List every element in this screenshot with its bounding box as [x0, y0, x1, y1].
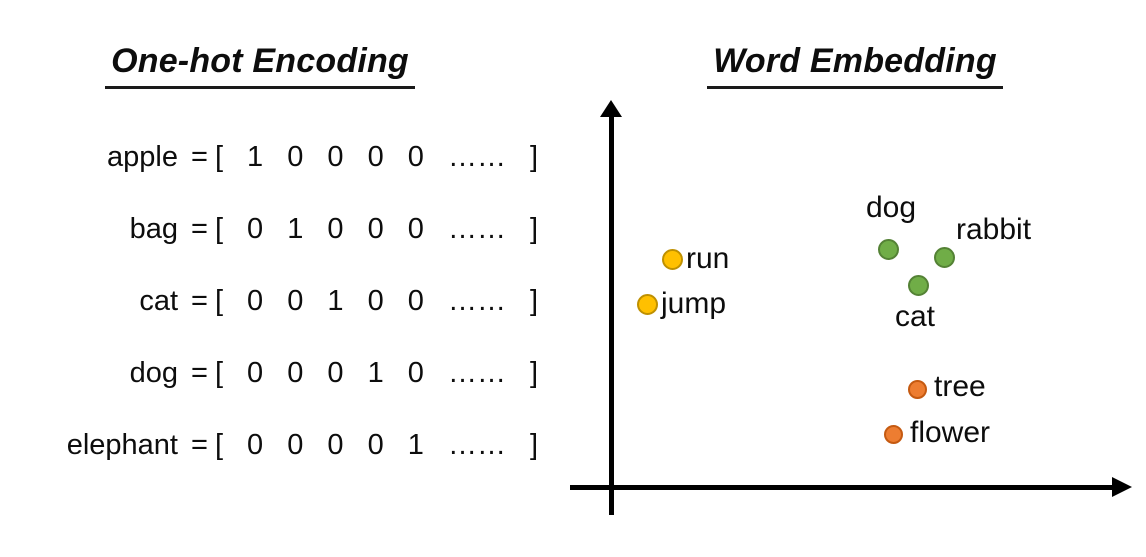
- onehot-row-cat: cat = [ 0 0 1 0 0 …… ]: [15, 265, 560, 337]
- tree-label: tree: [934, 370, 986, 403]
- equals-sign: =: [191, 212, 208, 245]
- cat-label: cat: [895, 300, 936, 333]
- equals-sign: =: [191, 428, 208, 461]
- dog-label: dog: [866, 191, 917, 224]
- dog-dot: [877, 238, 899, 260]
- flower-dot: [883, 424, 903, 444]
- embedding-title: Word Embedding: [707, 42, 1003, 89]
- y-axis-arrowhead-icon: [600, 100, 622, 117]
- onehot-word: elephant: [66, 428, 178, 461]
- equals-sign: =: [191, 356, 208, 389]
- run-dot: [661, 248, 683, 270]
- rabbit-label: rabbit: [956, 213, 1032, 246]
- onehot-word: bag: [129, 212, 178, 245]
- onehot-row-dog: dog = [ 0 0 0 1 0 …… ]: [15, 337, 560, 409]
- onehot-panel-header: One-hot Encoding: [0, 42, 520, 89]
- onehot-vector: [ 0 1 0 0 0 …… ]: [214, 212, 539, 245]
- cat-dot: [907, 274, 929, 296]
- onehot-word: apple: [107, 140, 178, 173]
- onehot-word: cat: [139, 284, 178, 317]
- onehot-vector: [ 0 0 0 1 0 …… ]: [214, 356, 539, 389]
- onehot-rows: apple = [ 1 0 0 0 0 …… ] bag = [ 0 1 0 0…: [15, 121, 560, 481]
- onehot-word: dog: [129, 356, 178, 389]
- onehot-row-bag: bag = [ 0 1 0 0 0 …… ]: [15, 193, 560, 265]
- equals-sign: =: [191, 140, 208, 173]
- x-axis-arrowhead-icon: [1112, 477, 1132, 497]
- y-axis-line: [609, 114, 614, 515]
- x-axis-line: [570, 485, 1114, 490]
- flower-label: flower: [910, 416, 991, 449]
- onehot-vector: [ 0 0 1 0 0 …… ]: [214, 284, 539, 317]
- embedding-panel-header: Word Embedding: [575, 42, 1135, 89]
- onehot-vector: [ 0 0 0 0 1 …… ]: [214, 428, 539, 461]
- rabbit-dot: [933, 246, 955, 268]
- onehot-row-elephant: elephant = [ 0 0 0 0 1 …… ]: [15, 409, 560, 481]
- run-label: run: [686, 242, 730, 275]
- onehot-title: One-hot Encoding: [105, 42, 415, 89]
- equals-sign: =: [191, 284, 208, 317]
- tree-dot: [907, 379, 927, 399]
- onehot-row-apple: apple = [ 1 0 0 0 0 …… ]: [15, 121, 560, 193]
- jump-dot: [636, 293, 658, 315]
- onehot-vector: [ 1 0 0 0 0 …… ]: [214, 140, 539, 173]
- jump-label: jump: [661, 287, 727, 320]
